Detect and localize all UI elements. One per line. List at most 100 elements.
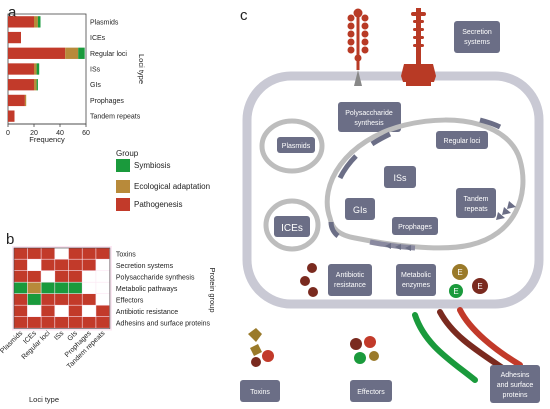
heatmap-cell [82, 248, 96, 259]
svg-text:Metabolic: Metabolic [401, 272, 431, 279]
svg-text:E: E [457, 268, 462, 277]
bar-gis-pathogenesis [8, 79, 34, 91]
legend-swatch-ecological [116, 180, 130, 193]
bar-tandem-repeats-pathogenesis [8, 110, 15, 122]
legend-label-pathogenesis: Pathogenesis [134, 200, 182, 209]
panel-b-col-label: ISs [53, 330, 65, 342]
svg-text:and surface: and surface [497, 382, 534, 389]
label-gis: GIs [345, 198, 375, 220]
heatmap-cell [68, 259, 82, 271]
bar-ices-pathogenesis [8, 31, 21, 44]
label-metabolic-enzymes: Metabolic enzymes [396, 264, 436, 296]
heatmap-cell [82, 271, 96, 282]
heatmap-cell [96, 248, 110, 259]
heatmap-cell [14, 317, 28, 328]
panel-c-letter: c [240, 7, 248, 24]
heatmap-cell [27, 294, 41, 305]
panel-a-category-label: ISs [90, 67, 101, 74]
bar-regular-loci-pathogenesis [8, 47, 66, 59]
panel-b-row-label: Secretion systems [116, 263, 174, 270]
svg-text:Regular loci: Regular loci [444, 138, 481, 145]
bar-plasmids-pathogenesis [8, 16, 34, 28]
toxin-icons [248, 328, 274, 367]
heatmap-cell [82, 259, 96, 271]
heatmap-cell [41, 259, 55, 271]
svg-text:Toxins: Toxins [250, 389, 270, 396]
svg-text:E: E [477, 282, 482, 291]
heatmap-cell [27, 282, 41, 294]
heatmap-cell [27, 317, 41, 328]
heatmap-cell [55, 282, 69, 294]
heatmap-cell [27, 305, 41, 317]
panel-b-row-label: Antibiotic resistance [116, 309, 178, 316]
panel-a-category-label: Regular loci [90, 51, 127, 58]
svg-text:Antibiotic: Antibiotic [336, 272, 365, 279]
heatmap-cell [82, 305, 96, 317]
panel-a-category-label: GIs [90, 82, 101, 89]
heatmap-cell [68, 271, 82, 282]
heatmap-cell [27, 259, 41, 271]
heatmap-cell [82, 317, 96, 328]
heatmap-cell [41, 305, 55, 317]
svg-text:Secretion: Secretion [462, 29, 492, 36]
svg-text:E: E [453, 287, 458, 296]
heatmap-cell [96, 271, 110, 282]
svg-text:Adhesins: Adhesins [501, 372, 530, 379]
svg-text:synthesis: synthesis [354, 120, 384, 127]
secretion-needle [401, 8, 436, 86]
svg-text:resistance: resistance [334, 282, 366, 289]
svg-text:ISs: ISs [393, 173, 407, 183]
enzyme-icons: E E E [449, 264, 488, 298]
heatmap-cell [41, 271, 55, 282]
panel-a-tick-label: 0 [6, 130, 10, 137]
chromosome-segments [328, 117, 516, 251]
bar-prophages-pathogenesis [8, 94, 25, 107]
heatmap-cell [14, 271, 28, 282]
label-ices: ICEs [274, 216, 310, 237]
heatmap-cell [55, 259, 69, 271]
heatmap-cell [55, 248, 69, 259]
panel-b-letter: b [6, 231, 14, 248]
bar-iss-pathogenesis [8, 63, 34, 75]
heatmap-cell [68, 317, 82, 328]
panel-a-letter: a [8, 4, 17, 21]
svg-text:Effectors: Effectors [357, 389, 385, 396]
heatmap-cell [55, 305, 69, 317]
label-adhesins: Adhesins and surface proteins [490, 365, 540, 403]
svg-text:GIs: GIs [353, 205, 368, 215]
panel-b-x-title: Loci type [29, 395, 59, 404]
heatmap-cell [68, 282, 82, 294]
panel-a-x-title: Frequency [29, 135, 65, 144]
heatmap-cell [96, 294, 110, 305]
panel-a-category-label: Prophages [90, 98, 124, 105]
label-iss: ISs [384, 166, 416, 188]
effector-icons [350, 336, 379, 364]
heatmap-cell [55, 317, 69, 328]
panel-a-category-label: Tandem repeats [90, 114, 141, 121]
heatmap-cell [82, 282, 96, 294]
panel-a-tick-label: 60 [82, 130, 90, 137]
svg-text:repeats: repeats [464, 206, 488, 213]
label-tandem-repeats: Tandem repeats [456, 188, 496, 218]
bar-regular-loci-symbiosis [78, 47, 85, 59]
heatmap-cell [68, 294, 82, 305]
bar-iss-symbiosis [36, 63, 40, 75]
legend-label-ecological: Ecological adaptation [134, 182, 210, 191]
heatmap-cell [14, 294, 28, 305]
heatmap-cell [14, 259, 28, 271]
heatmap-cell [96, 305, 110, 317]
heatmap-cell [55, 271, 69, 282]
bar-plasmids-symbiosis [37, 16, 41, 28]
label-polysaccharide-synthesis: Polysaccharide synthesis [338, 102, 401, 132]
label-plasmids: Plasmids [277, 137, 315, 153]
legend-label-symbiosis: Symbiosis [134, 161, 170, 170]
label-prophages: Prophages [392, 217, 438, 235]
bar-gis-symbiosis [36, 79, 38, 91]
chromosome [324, 117, 526, 251]
svg-text:Prophages: Prophages [398, 224, 432, 231]
label-effectors: Effectors [350, 380, 392, 402]
heatmap-frame [13, 247, 111, 329]
legend-swatch-symbiosis [116, 159, 130, 172]
